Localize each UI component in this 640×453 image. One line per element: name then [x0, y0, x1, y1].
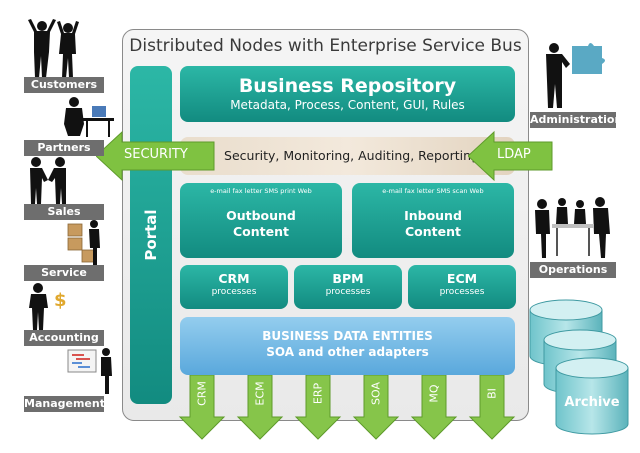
archive-database-icon — [529, 299, 629, 435]
process-subtitle: processes — [439, 287, 485, 297]
role-label-service: Service — [24, 265, 104, 281]
inbound-channels: e-mail fax letter SMS scan Web — [382, 187, 484, 195]
business-data-line1: BUSINESS DATA ENTITIES — [262, 329, 433, 343]
ecm-process-box: ECM processes — [408, 265, 516, 309]
crm-process-box: CRM processes — [180, 265, 288, 309]
role-label-customers: Customers — [24, 77, 104, 93]
business-data-entities-box: BUSINESS DATA ENTITIES SOA and other ada… — [180, 317, 515, 375]
portal-label: Portal — [142, 209, 160, 261]
business-data-line2: SOA and other adapters — [266, 345, 429, 359]
process-title: CRM — [218, 271, 250, 286]
role-label-accounting: Accounting — [24, 330, 104, 346]
ldap-arrow-label: LDAP — [497, 147, 531, 162]
process-title: ECM — [446, 271, 478, 286]
svg-text:$: $ — [54, 290, 67, 311]
role-label-sales: Sales — [24, 204, 104, 220]
outbound-content-box: e-mail fax letter SMS print Web Outbound… — [180, 183, 342, 258]
outbound-channels: e-mail fax letter SMS print Web — [210, 187, 312, 195]
process-subtitle: processes — [211, 287, 257, 297]
adapter-label-soa: SOA — [369, 382, 383, 405]
adapter-label-bi: BI — [485, 388, 499, 399]
adapter-label-mq: MQ — [427, 384, 441, 403]
sales-handshake-icon — [30, 157, 66, 204]
role-label-administration: Administration — [530, 112, 623, 128]
inbound-title-line1: Inbound — [404, 208, 462, 223]
adapter-label-crm: CRM — [195, 381, 209, 406]
role-label-operations: Operations — [530, 262, 616, 278]
partners-meeting-icon — [64, 97, 114, 137]
portal-bar: Portal — [130, 66, 172, 404]
security-band-text: Security, Monitoring, Auditing, Reportin… — [224, 148, 479, 163]
outbound-title-line2: Content — [233, 224, 289, 239]
customers-people-icon — [28, 19, 79, 78]
adapter-arrows — [178, 375, 516, 440]
business-repository-box: Business Repository Metadata, Process, C… — [180, 66, 515, 122]
process-subtitle: processes — [325, 287, 371, 297]
inbound-content-box: e-mail fax letter SMS scan Web Inbound C… — [352, 183, 514, 258]
diagram-title: Distributed Nodes with Enterprise Servic… — [129, 36, 522, 56]
management-chart-icon — [67, 348, 112, 394]
accounting-dollar-icon: $ — [29, 283, 67, 330]
role-label-partners: Partners — [24, 140, 104, 156]
ldap-arrow — [468, 130, 553, 182]
security-arrow-label: SECURITY — [124, 147, 188, 162]
archive-label: Archive — [564, 395, 620, 410]
adapter-label-erp: ERP — [311, 382, 325, 405]
service-boxes-icon — [67, 220, 100, 266]
repository-subtitle: Metadata, Process, Content, GUI, Rules — [230, 98, 465, 112]
role-label-management: Management — [24, 396, 105, 412]
security-band: Security, Monitoring, Auditing, Reportin… — [180, 137, 515, 175]
process-title: BPM — [332, 271, 364, 286]
bpm-process-box: BPM processes — [294, 265, 402, 309]
operations-meeting-icon — [535, 197, 610, 258]
administration-puzzle-icon — [546, 43, 605, 108]
outbound-title-line1: Outbound — [226, 208, 296, 223]
adapter-label-ecm: ECM — [253, 381, 267, 406]
security-arrow — [96, 130, 215, 182]
repository-title: Business Repository — [238, 75, 457, 97]
inbound-title-line2: Content — [405, 224, 461, 239]
